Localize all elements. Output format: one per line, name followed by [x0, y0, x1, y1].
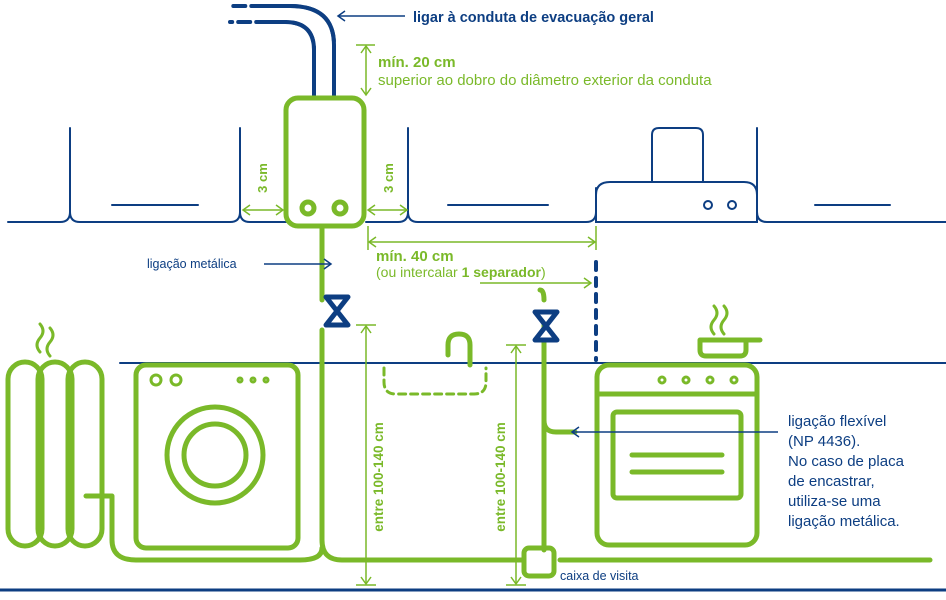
dim-20-arrow-bottom	[360, 87, 372, 97]
pan	[697, 337, 763, 359]
flex-note-line-2: (NP 4436).	[788, 433, 860, 450]
flex-note-line-5: utiliza-se uma	[788, 493, 881, 510]
min-20-title: mín. 20 cm	[378, 54, 456, 71]
flue-connection-label: ligar à conduta de evacuação geral	[413, 10, 654, 26]
flex-note-line-6: ligação metálica.	[788, 513, 900, 530]
washer-knob	[169, 373, 183, 387]
stove	[594, 362, 760, 548]
dimension-markers	[241, 44, 597, 586]
inspection-box-label: caixa de visita	[560, 569, 639, 583]
radiator-column	[5, 359, 45, 549]
gap-left-label: 3 cm	[255, 163, 270, 193]
min-40-suffix: )	[541, 264, 546, 280]
valve-left	[323, 294, 351, 328]
dim-height-left-arrows	[360, 324, 372, 586]
valve-right	[532, 309, 560, 343]
flue-duct	[228, 3, 336, 97]
height-left-label: entre 100-140 cm	[371, 422, 386, 532]
washer-door	[164, 404, 266, 506]
radiator-column	[65, 359, 105, 549]
dim-height-right-arrows	[510, 344, 522, 586]
washer-dot	[262, 376, 270, 384]
heater-connector	[299, 199, 317, 217]
gas-pipe-washer-link	[83, 493, 325, 563]
min-40-note: (ou intercalar 1 separador)	[376, 264, 546, 280]
inspection-box	[521, 545, 557, 579]
gas-pipe-main	[319, 223, 933, 563]
washer-dot	[236, 376, 244, 384]
dim-3-left-arrow	[241, 204, 285, 216]
callout-pointers	[264, 10, 778, 438]
appliances	[5, 95, 933, 579]
oven-door	[610, 409, 744, 501]
min-40-prefix: (ou intercalar	[376, 264, 462, 280]
min-20-description: superior ao dobro do diâmetro exterior d…	[378, 72, 712, 89]
gap-right-label: 3 cm	[381, 163, 396, 193]
water-heater	[283, 95, 367, 229]
washer-knob	[149, 373, 163, 387]
washing-machine	[133, 362, 301, 551]
dim-20-arrow-top	[360, 44, 372, 54]
separator-arrow	[583, 277, 593, 289]
flue-pointer-arrow	[336, 10, 346, 22]
hood-button	[727, 200, 737, 210]
heater-connector	[331, 199, 349, 217]
flex-note-line-3: No caso de placa	[788, 453, 905, 470]
sink-basin	[382, 366, 488, 396]
flue-inner	[228, 20, 316, 97]
radiator-column	[35, 359, 75, 549]
min-40-separator: 1 separador	[462, 264, 542, 280]
washer-door-inner	[181, 421, 249, 489]
metal-pointer-arrow	[323, 258, 333, 270]
stove-knob	[681, 375, 691, 385]
flex-note-line-1: ligação flexível	[788, 413, 886, 430]
hood-button	[703, 200, 713, 210]
valves	[323, 294, 560, 343]
stove-knob	[705, 375, 715, 385]
steam-radiator	[35, 322, 55, 358]
flue-inner-solid	[260, 20, 316, 97]
sink-tap	[445, 331, 473, 368]
stove-knob	[729, 375, 739, 385]
height-right-label: entre 100-140 cm	[493, 422, 508, 532]
steam-pan	[709, 304, 729, 336]
flue-outer	[228, 3, 336, 97]
gas-pipe-stove	[537, 287, 578, 553]
stove-knob	[657, 375, 667, 385]
metal-connection-label: ligação metálica	[147, 257, 237, 271]
flex-pointer-arrow	[570, 426, 580, 438]
upper-cabinets-line	[7, 127, 946, 223]
dim-3-right-arrow	[366, 204, 409, 216]
dim-40-arrow	[367, 236, 597, 248]
text-labels: ligar à conduta de evacuação geral mín. …	[147, 10, 905, 583]
extractor-hood	[595, 127, 758, 223]
washer-dot	[249, 376, 257, 384]
flex-note-line-4: de encastrar,	[788, 473, 875, 490]
min-40-title: mín. 40 cm	[376, 248, 454, 265]
flue-outer-solid	[260, 3, 336, 97]
